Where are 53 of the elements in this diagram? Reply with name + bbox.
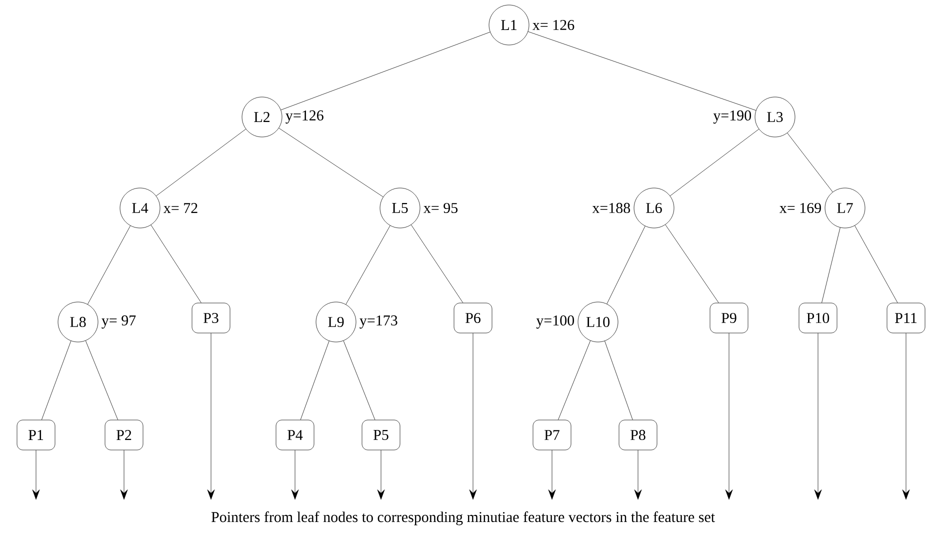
pointer-arrow — [814, 333, 822, 500]
tree-branch-line — [278, 128, 384, 198]
split-value-label: y=126 — [286, 110, 324, 124]
pointer-arrow — [902, 333, 910, 500]
tree-branch-line — [346, 225, 390, 305]
leaf-node-box: P4 — [276, 420, 314, 450]
tree-branch-line — [156, 128, 246, 196]
leaf-node-box: P7 — [532, 420, 572, 450]
leaf-node-box: P8 — [618, 420, 658, 450]
leaf-node-box: P11 — [886, 302, 926, 334]
tree-branch-line — [41, 340, 72, 420]
leaf-node-box: P6 — [454, 302, 492, 334]
pointer-arrow — [120, 450, 128, 500]
leaf-node-box: P2 — [104, 420, 144, 450]
tree-branch-line — [854, 225, 898, 303]
split-value-label: y=100 — [536, 315, 574, 329]
split-value-label: x= 72 — [164, 203, 198, 213]
split-value-label: y= 97 — [102, 315, 136, 329]
tree-branch-line — [343, 340, 376, 420]
pointer-arrow — [377, 450, 385, 500]
split-value-label: x= 126 — [532, 20, 574, 30]
caption: Pointers from leaf nodes to corresponding minutiae feature vectors in the feature set — [211, 511, 715, 526]
split-value-label: x= 95 — [424, 202, 458, 214]
tree-branch-line — [670, 128, 760, 196]
pointer-arrow — [207, 333, 215, 500]
tree-branch-line — [822, 227, 840, 303]
tree-branch-line — [528, 31, 756, 111]
tree-branch-line — [665, 224, 719, 303]
pointer-arrow — [291, 450, 299, 500]
pointer-arrow — [469, 333, 477, 500]
tree-branch-line — [300, 340, 330, 420]
tree-branch-line — [606, 226, 646, 304]
split-value-label: y=173 — [360, 315, 398, 329]
tree-branch-line — [410, 224, 464, 303]
tree-branch-line — [558, 340, 591, 420]
split-value-label: x= 169 — [780, 202, 821, 214]
tree-branch-line — [604, 340, 633, 420]
tree-branch-line — [150, 224, 202, 303]
leaf-node-box: P9 — [710, 302, 748, 334]
split-value-label: y=190 — [713, 110, 752, 124]
pointer-arrow — [634, 450, 642, 500]
leaf-node-box: P3 — [192, 302, 230, 334]
tree-branch-line — [87, 226, 131, 304]
leaf-node-box: P10 — [798, 302, 838, 334]
pointer-arrow — [32, 450, 40, 500]
tree-branch-line — [280, 32, 490, 110]
tree-branch-line — [85, 340, 118, 420]
leaf-node-box: P1 — [16, 420, 56, 450]
tree-branch-line — [787, 132, 833, 192]
pointer-arrow — [548, 450, 556, 500]
leaf-node-box: P5 — [362, 420, 400, 450]
split-value-label: x=188 — [592, 202, 630, 214]
pointer-arrow — [725, 333, 733, 500]
